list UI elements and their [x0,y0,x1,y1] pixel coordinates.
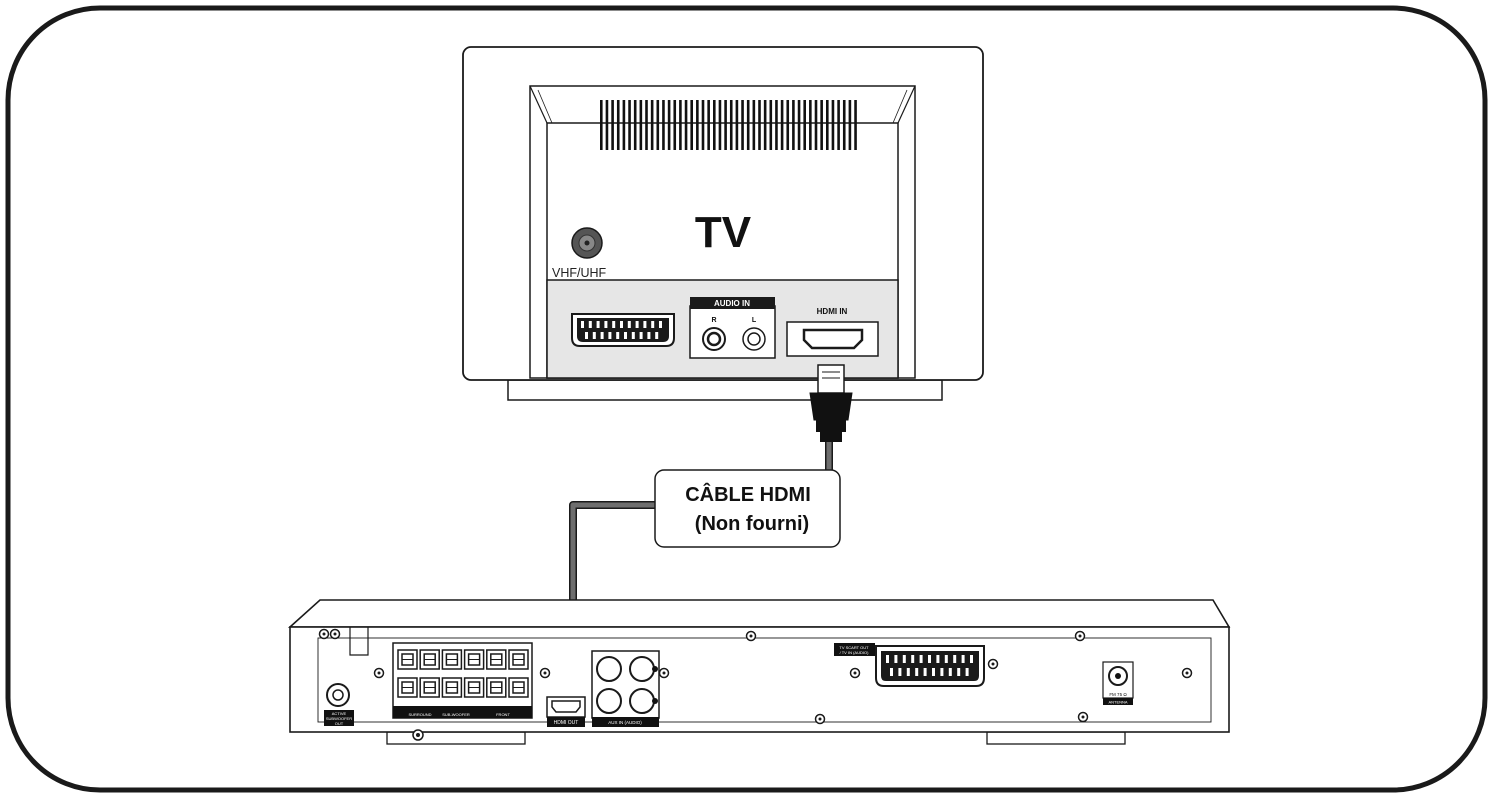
player-antenna-label: ANTENNA [1108,700,1127,705]
player-scart-port-icon [875,645,985,687]
audio-r-label: R [711,317,716,324]
hdmi-in-label: HDMI IN [817,307,848,316]
hdmi-out-label: HDMI OUT [554,720,579,726]
aux-in-jacks-icon [591,650,660,719]
player-foot-right [986,731,1126,745]
speaker-terminals: SURROUND SUB-WOOFER FRONT [392,642,533,719]
player-screws [318,628,1193,741]
aux-in-label-bg [592,717,659,727]
subwoofer-out-jack-icon [326,683,350,707]
cable-callout-line1: CÂBLE HDMI [685,482,811,506]
tv-back: TV VHF/UHF AUDIO IN R L HDMI IN [462,46,984,401]
subwoofer-label: SUB-WOOFER [442,712,470,717]
player-inner-outline [317,637,1212,723]
antenna-jack-icon [571,227,603,259]
tv-title: TV [695,208,752,257]
subwoofer-out-label-1: ACTIVE [332,711,347,716]
subwoofer-out-label-2: SUBWOOFER [326,716,352,721]
audio-l-label: L [752,317,757,324]
audio-in-label: AUDIO IN [714,299,750,308]
player-top [287,599,1231,628]
audio-l-jack-icon [742,327,766,351]
front-label: FRONT [496,712,510,717]
player-back: ACTIVE SUBWOOFER OUT SURROUND SUB-WOOFER… [287,599,1231,745]
cable-callout-line2: (Non fourni) [695,513,809,535]
hdmi-in-port-icon [786,321,879,357]
fm-antenna-jack-icon [1102,661,1134,699]
hdmi-out-label-bg [547,717,585,727]
hdmi-out-port-icon [546,696,586,718]
fm-label: FM 75 Ω [1109,692,1127,697]
audio-in-header [690,297,775,309]
scart-label-1: TV SCART OUT [839,645,869,650]
cable-callout: CÂBLE HDMI (Non fourni) [654,469,841,548]
audio-r-jack-icon [702,327,726,351]
tv-scart-port-icon [571,313,675,347]
tv-stand [507,379,943,401]
subwoofer-out-label-3: OUT [335,721,344,726]
surround-label: SURROUND [408,712,431,717]
hdmi-plug-tv-end-icon [809,364,853,442]
player-foot-left [386,731,526,745]
scart-label-bg [834,643,875,656]
subwoofer-out-label-bg [324,710,354,726]
scart-label-2: / TV IN (AUDIO) [840,650,869,655]
tv-vent-grille [600,100,857,150]
antenna-label-bg [1103,698,1133,705]
antenna-label: VHF/UHF [552,266,607,280]
aux-in-label: AUX IN (AUDIO) [608,720,642,725]
cable-callout-box [654,469,841,548]
